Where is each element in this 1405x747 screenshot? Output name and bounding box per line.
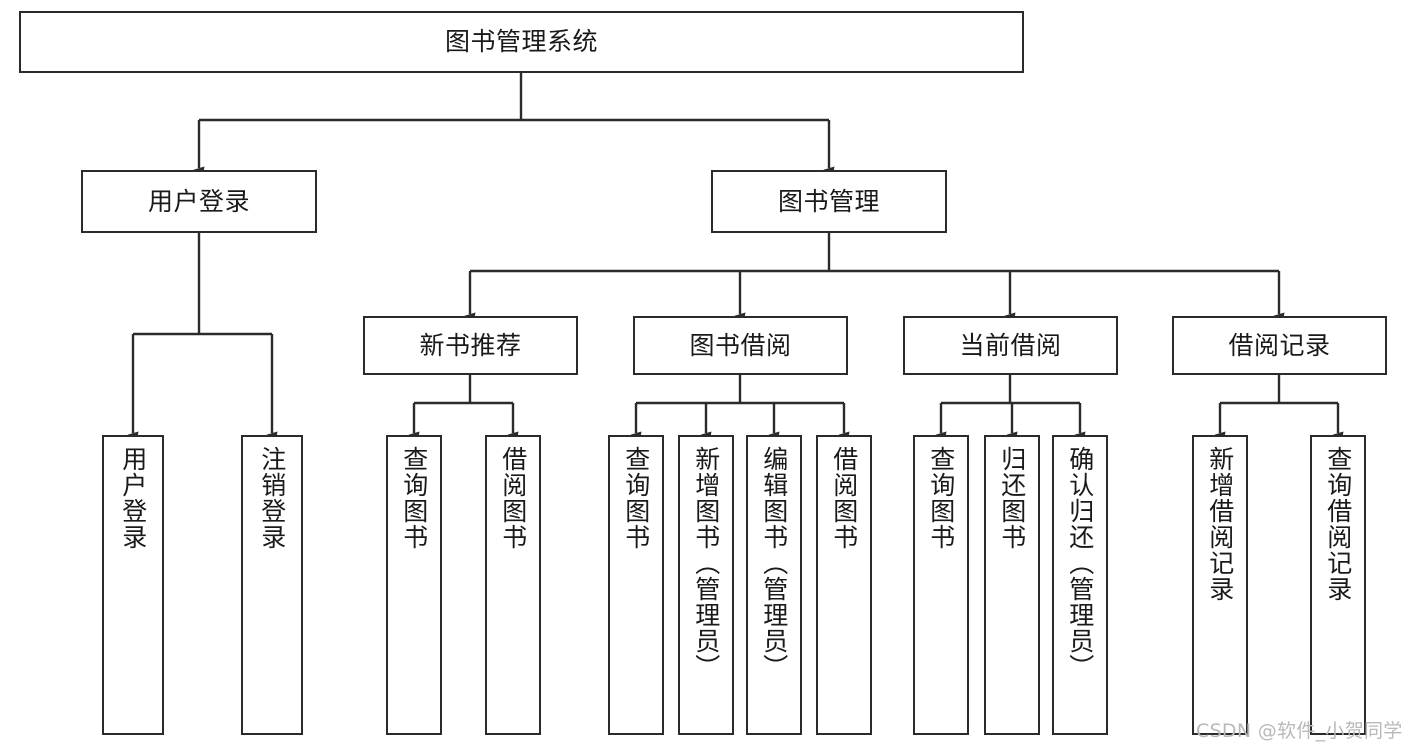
node-label: 查询图书: [926, 446, 956, 550]
node-label: 借阅记录: [1228, 330, 1331, 360]
node-label: 新增借阅记录: [1205, 446, 1235, 602]
node-label: 新增图书（管理员）: [691, 446, 721, 680]
edge-paths: [127, 73, 1344, 441]
node-label: 图书管理: [777, 186, 880, 216]
node-book-manage[interactable]: 图书管理: [711, 170, 947, 233]
node-label: 图书借阅: [689, 330, 792, 360]
node-label: 新书推荐: [419, 330, 522, 360]
node-label: 编辑图书（管理员）: [759, 446, 789, 680]
node-label: 注销登录: [257, 446, 287, 550]
node-borrow-record[interactable]: 借阅记录: [1172, 316, 1387, 375]
node-label: 归还图书: [997, 446, 1027, 550]
node-leaf-add-record[interactable]: 新增借阅记录: [1192, 435, 1248, 735]
node-leaf-borrow-book[interactable]: 借阅图书: [816, 435, 872, 735]
node-label: 用户登录: [147, 186, 250, 216]
node-label: 图书管理系统: [444, 27, 598, 57]
node-label: 借阅图书: [829, 446, 859, 550]
node-leaf-query-book-bor[interactable]: 查询图书: [608, 435, 664, 735]
node-leaf-query-record[interactable]: 查询借阅记录: [1310, 435, 1366, 735]
node-leaf-user-logout[interactable]: 注销登录: [241, 435, 303, 735]
node-label: 用户登录: [118, 446, 148, 550]
node-leaf-add-book[interactable]: 新增图书（管理员）: [678, 435, 734, 735]
node-user-login[interactable]: 用户登录: [81, 170, 317, 233]
node-leaf-user-login[interactable]: 用户登录: [102, 435, 164, 735]
node-current-borrow[interactable]: 当前借阅: [903, 316, 1118, 375]
node-leaf-borrow-book-rec[interactable]: 借阅图书: [485, 435, 541, 735]
node-label: 确认归还（管理员）: [1065, 446, 1095, 680]
node-label: 借阅图书: [498, 446, 528, 550]
node-book-borrow[interactable]: 图书借阅: [633, 316, 848, 375]
node-leaf-confirm-return[interactable]: 确认归还（管理员）: [1052, 435, 1108, 735]
node-leaf-query-book-rec[interactable]: 查询图书: [386, 435, 442, 735]
node-label: 查询图书: [399, 446, 429, 550]
node-new-book-rec[interactable]: 新书推荐: [363, 316, 578, 375]
node-label: 当前借阅: [959, 330, 1062, 360]
node-root[interactable]: 图书管理系统: [19, 11, 1024, 73]
node-leaf-edit-book[interactable]: 编辑图书（管理员）: [746, 435, 802, 735]
node-label: 查询图书: [621, 446, 651, 550]
node-label: 查询借阅记录: [1323, 446, 1353, 602]
node-leaf-query-book-cur[interactable]: 查询图书: [913, 435, 969, 735]
node-leaf-return-book[interactable]: 归还图书: [984, 435, 1040, 735]
